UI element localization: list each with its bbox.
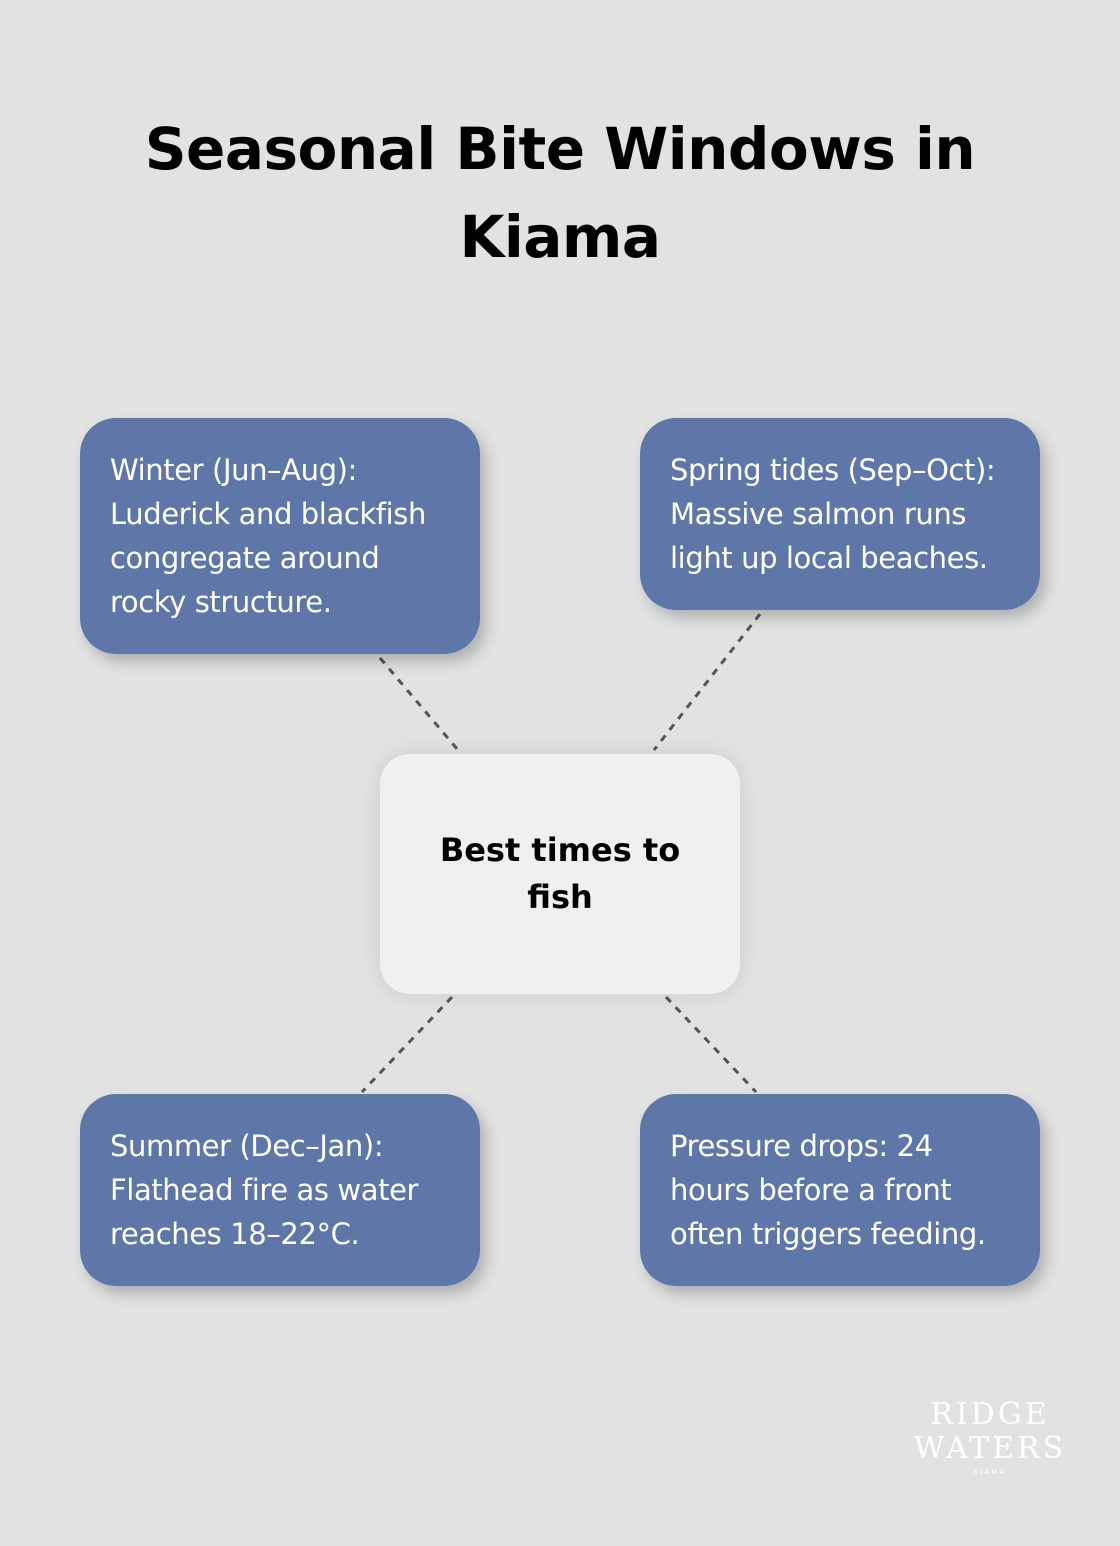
page-title: Seasonal Bite Windows in Kiama bbox=[144, 115, 976, 271]
connector-bottom-left bbox=[360, 995, 454, 1094]
connector-bottom-right bbox=[664, 995, 758, 1094]
connector-top-left bbox=[378, 657, 460, 751]
brand-logo: RIDGE WATERS KIAMA bbox=[900, 1398, 1080, 1478]
node-spring-tides: Spring tides (Sep–Oct): Massive salmon r… bbox=[640, 418, 1040, 610]
logo-line-3: KIAMA bbox=[973, 1468, 1007, 1476]
node-summer: Summer (Dec–Jan): Flathead fire as water… bbox=[80, 1094, 480, 1286]
center-node-label: Best times to fish bbox=[439, 831, 681, 916]
logo-line-1: RIDGE bbox=[930, 1397, 1050, 1432]
connector-top-right bbox=[652, 613, 762, 751]
center-node: Best times to fish bbox=[380, 754, 740, 994]
node-winter: Winter (Jun–Aug): Luderick and blackfish… bbox=[80, 418, 480, 654]
node-pressure-drops: Pressure drops: 24 hours before a front … bbox=[640, 1094, 1040, 1286]
logo-line-2: WATERS bbox=[913, 1431, 1067, 1466]
